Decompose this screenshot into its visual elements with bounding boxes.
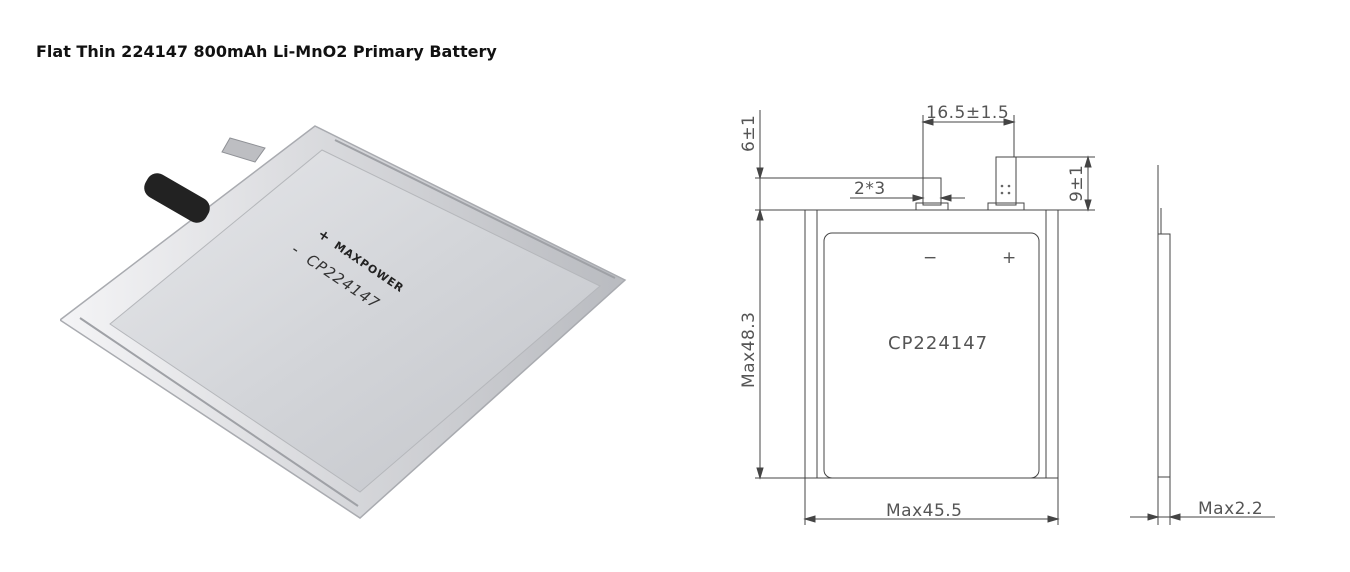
drawing-model-label: CP224147 <box>888 333 988 354</box>
metal-tab <box>221 137 266 163</box>
dim-thickness: Max2.2 <box>1198 499 1263 519</box>
dim-width: Max45.5 <box>886 501 963 521</box>
battery-photo: + MAXPOWER - CP224147 <box>60 125 627 519</box>
dim-tab-length: 6±1 <box>739 115 759 152</box>
technical-drawing: Max45.5 Max48.3 Max2.2 16.5±1.5 6±1 9±1 … <box>739 103 1275 525</box>
page-title: Flat Thin 224147 800mAh Li-MnO2 Primary … <box>36 42 497 61</box>
dim-tab-size: 2*3 <box>854 179 886 199</box>
drawing-tab-right <box>995 156 1017 206</box>
cell-body <box>109 149 601 493</box>
drawing-tab-left <box>922 177 942 206</box>
drawing-side-view <box>1157 233 1171 478</box>
dim-height: Max48.3 <box>739 312 759 389</box>
drawing-plus-sign: + <box>1002 248 1017 268</box>
drawing-inner-cell <box>823 232 1040 479</box>
dim-tab-spacing: 16.5±1.5 <box>926 103 1009 123</box>
black-tab-sleeve <box>144 173 210 223</box>
drawing-minus-sign: − <box>923 248 938 268</box>
dim-tab-height: 9±1 <box>1067 165 1087 202</box>
